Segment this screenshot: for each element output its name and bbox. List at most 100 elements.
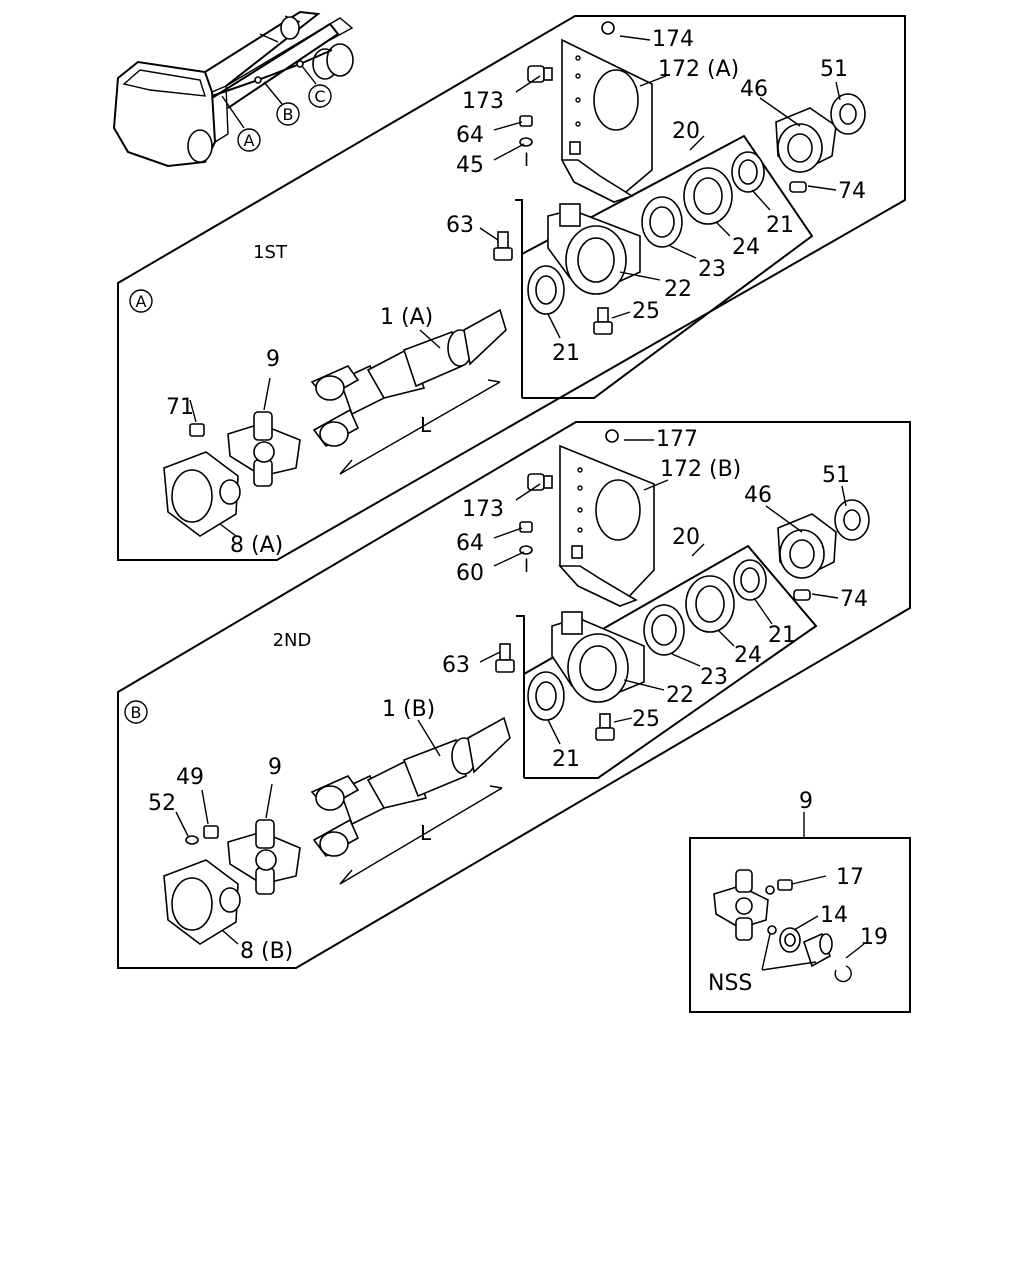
seal-21b-right	[733, 559, 767, 601]
dimension-l-a	[339, 379, 501, 475]
label-1b: 1 (B)	[382, 697, 435, 722]
label-23b: 23	[700, 665, 728, 690]
bracket-172b	[558, 444, 655, 607]
bracket-172a	[560, 38, 653, 203]
label-25a: 25	[632, 299, 660, 324]
section-a-title: 1ST	[253, 242, 288, 263]
label-25b: 25	[632, 707, 660, 732]
yoke-8a	[163, 451, 241, 537]
spider-9b	[227, 819, 301, 895]
label-20b: 20	[672, 525, 700, 550]
detail-9-ref: 9	[799, 789, 813, 814]
label-172a: 172 (A)	[658, 57, 739, 82]
label-172b: 172 (B)	[660, 457, 741, 482]
section-b-frame	[117, 421, 911, 969]
section-a: 1ST A	[117, 15, 906, 561]
svg-text:A: A	[244, 131, 255, 150]
label-nss: NSS	[708, 971, 752, 996]
label-51a: 51	[820, 57, 848, 82]
nut-64b	[519, 521, 533, 533]
seal-14	[779, 927, 801, 953]
label-19: 19	[860, 925, 888, 950]
label-mark-l-a: l	[524, 150, 529, 171]
nut-71	[189, 423, 205, 437]
nut-64a	[519, 115, 533, 127]
snap-ring-19	[834, 965, 852, 983]
label-63a: 63	[446, 213, 474, 238]
label-8a: 8 (A)	[230, 533, 283, 558]
vehicle-marker-c: C	[308, 84, 332, 108]
label-45: 45	[456, 153, 484, 178]
seal-21b-left	[527, 671, 565, 721]
yoke-8b	[163, 859, 241, 945]
label-mark-l-b: l	[524, 556, 529, 577]
bearing-housing-22a	[547, 203, 641, 295]
label-173b: 173	[462, 497, 504, 522]
bolt-63b	[495, 643, 515, 673]
shaft-1a	[310, 308, 507, 448]
spider-9a	[227, 411, 301, 487]
label-74a: 74	[838, 179, 866, 204]
label-21b-left: 21	[552, 747, 580, 772]
label-46b: 46	[744, 483, 772, 508]
bolt-173b	[527, 473, 553, 491]
detail-9-frame	[689, 837, 911, 1013]
label-1a: 1 (A)	[380, 305, 433, 330]
label-17: 17	[836, 865, 864, 890]
vehicle-marker-b: B	[276, 102, 300, 126]
nut-51a	[830, 93, 866, 135]
bolt-74b	[793, 589, 811, 601]
label-14: 14	[820, 903, 848, 928]
label-60: 60	[456, 561, 484, 586]
label-173a: 173	[462, 89, 504, 114]
label-24a: 24	[732, 235, 760, 260]
bolt-25b	[595, 713, 615, 741]
flange-46b	[777, 513, 837, 579]
dimension-l-b	[339, 785, 503, 885]
section-b: 2ND B	[117, 421, 911, 969]
svg-text:B: B	[283, 105, 294, 124]
label-21a-left: 21	[552, 341, 580, 366]
cushion-24b	[685, 575, 735, 633]
bearing-cup	[803, 932, 833, 968]
label-24b: 24	[734, 643, 762, 668]
svg-text:C: C	[314, 87, 325, 106]
svg-text:B: B	[131, 703, 142, 722]
section-a-frame	[117, 15, 906, 561]
label-71: 71	[166, 395, 194, 420]
svg-text:A: A	[136, 292, 147, 311]
seal-21a-left	[527, 265, 565, 315]
seal-21a-right	[731, 151, 765, 193]
bearing-subframe-b	[516, 544, 818, 779]
label-21a-right: 21	[766, 213, 794, 238]
section-a-marker: A	[129, 289, 153, 313]
bearing-23a	[641, 196, 683, 248]
label-21b-right: 21	[768, 623, 796, 648]
bearing-23b	[643, 604, 685, 656]
label-174: 174	[652, 27, 694, 52]
nut-174	[601, 21, 615, 35]
nut-177	[605, 429, 619, 443]
label-74b: 74	[840, 587, 868, 612]
nut-49	[203, 825, 219, 839]
bearing-housing-22b	[551, 611, 645, 703]
section-b-title: 2ND	[273, 630, 312, 651]
detail-9: 9 17 14 19 NSS	[689, 789, 911, 1013]
label-46a: 46	[740, 77, 768, 102]
label-22a: 22	[664, 277, 692, 302]
flange-46a	[775, 107, 837, 173]
bolt-63a	[493, 231, 513, 261]
detail-spider	[713, 869, 769, 941]
nut-51b	[834, 499, 870, 541]
label-20a: 20	[672, 119, 700, 144]
label-dim-l-a: L	[420, 413, 432, 437]
label-51b: 51	[822, 463, 850, 488]
vehicle-marker-a: A	[237, 128, 261, 152]
bolt-173a	[527, 65, 553, 83]
label-9a: 9	[266, 347, 280, 372]
label-52: 52	[148, 791, 176, 816]
label-9b: 9	[268, 755, 282, 780]
label-64b: 64	[456, 531, 484, 556]
label-23a: 23	[698, 257, 726, 282]
